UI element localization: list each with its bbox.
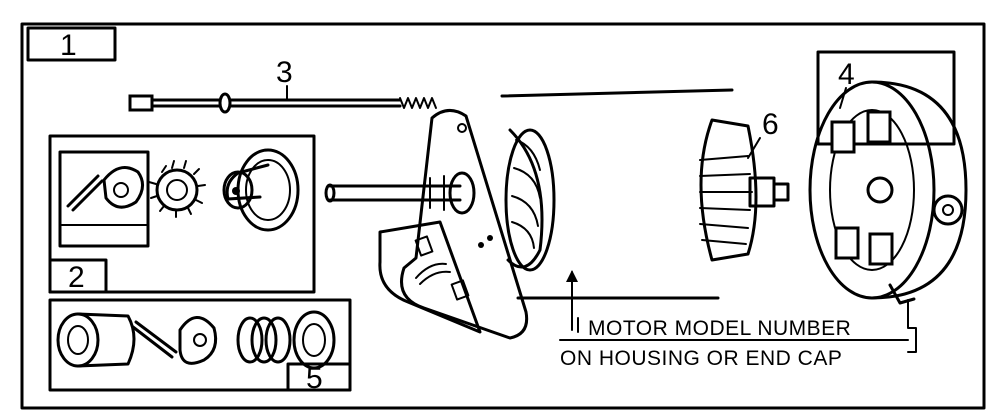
figure-number: 1 [60, 29, 77, 62]
label-6: 6 [762, 108, 779, 141]
caption-line-2: ON HOUSING OR END CAP [560, 347, 842, 370]
label-4: 4 [838, 58, 855, 91]
end-cap: 4 [808, 50, 968, 305]
label-2: 2 [68, 261, 85, 294]
drive-assembly-group-5: 5 [48, 298, 352, 395]
drive-assembly-group-2: 2 [48, 134, 316, 294]
through-bolt: 3 [128, 56, 437, 114]
caption-line-1: MOTOR MODEL NUMBER [588, 317, 851, 340]
motor-model-caption: MOTOR MODEL NUMBER ON HOUSING OR END CAP [559, 299, 917, 370]
label-5: 5 [306, 362, 323, 395]
motor-housing [324, 88, 734, 340]
outer-frame [20, 22, 986, 410]
label-3: 3 [276, 56, 293, 89]
armature: 6 [699, 108, 790, 262]
figure-label-box: 1 [26, 26, 117, 62]
